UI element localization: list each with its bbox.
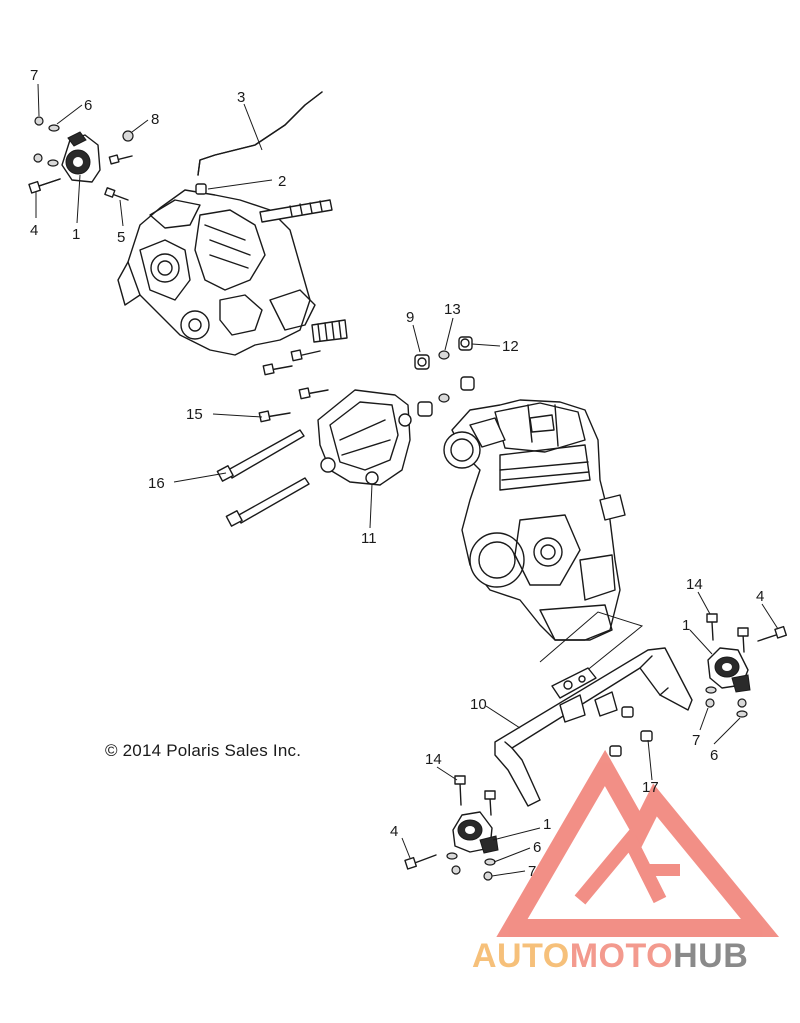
callout-14: 14 — [425, 751, 442, 768]
callout-5: 5 — [117, 229, 125, 246]
callout-13: 13 — [444, 301, 461, 318]
bolts-15 — [258, 349, 329, 423]
callout-6: 6 — [84, 97, 92, 114]
callout-10: 10 — [470, 696, 487, 713]
engine-mount-lower — [404, 775, 499, 881]
callout-4: 4 — [390, 823, 398, 840]
callout-6: 6 — [533, 839, 541, 856]
callout-2: 2 — [278, 173, 286, 190]
brand-auto: AUTO — [472, 937, 570, 975]
hardware-upper-left — [28, 116, 134, 201]
callout-7: 7 — [30, 67, 38, 84]
callout-9: 9 — [406, 309, 414, 326]
brand-moto: MOTO — [569, 937, 674, 975]
callout-6: 6 — [710, 747, 718, 764]
transmission — [117, 189, 348, 356]
nuts-17 — [609, 706, 653, 757]
callout-1: 1 — [72, 226, 80, 243]
callout-4: 4 — [30, 222, 38, 239]
watermark-logo — [496, 749, 780, 937]
engine-mount-right — [705, 613, 788, 718]
callout-8: 8 — [151, 111, 159, 128]
leader-lines — [35, 83, 779, 877]
engine — [443, 399, 626, 641]
callouts: 7 6 3 8 2 4 1 5 9 13 12 15 16 11 14 4 1 … — [30, 67, 764, 880]
callout-3: 3 — [237, 89, 245, 106]
frame-crossmember — [494, 647, 693, 807]
watermark-brand-text: AUTOMOTOHUB — [472, 937, 748, 976]
hose-fitting — [195, 183, 207, 195]
brand-hub: HUB — [673, 937, 749, 975]
callout-14: 14 — [686, 576, 703, 593]
callout-11: 11 — [361, 530, 377, 547]
callout-1: 1 — [682, 617, 690, 634]
callout-1: 1 — [543, 816, 551, 833]
callout-16: 16 — [148, 475, 165, 492]
callout-7: 7 — [528, 863, 536, 880]
spacer-hardware — [414, 336, 475, 417]
callout-7: 7 — [692, 732, 700, 749]
engine-mount-bracket — [317, 389, 412, 486]
callout-15: 15 — [186, 406, 203, 423]
callout-17: 17 — [642, 779, 659, 796]
callout-4: 4 — [756, 588, 764, 605]
copyright-notice: © 2014 Polaris Sales Inc. — [105, 741, 302, 760]
callout-12: 12 — [502, 338, 519, 355]
engine-mount-upper-left — [61, 131, 101, 183]
breather-hose — [197, 91, 323, 176]
long-bolts-16 — [216, 429, 310, 527]
